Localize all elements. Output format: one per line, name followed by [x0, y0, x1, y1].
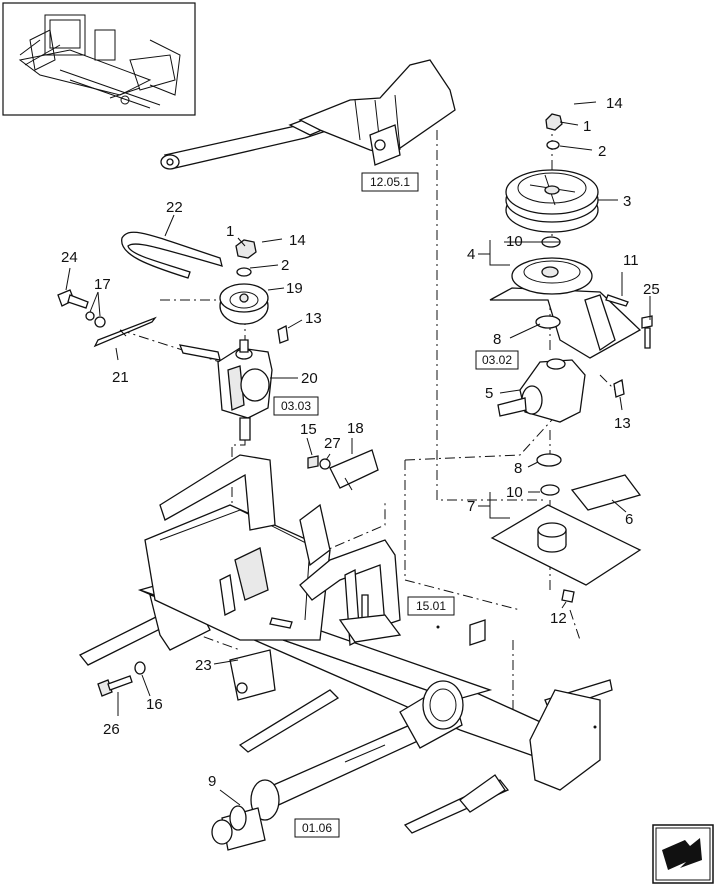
callout-22: 22 — [166, 199, 183, 216]
svg-text:03.02: 03.02 — [482, 353, 512, 367]
callout-25: 25 — [643, 281, 660, 298]
callout-8-bottom: 8 — [514, 460, 522, 477]
gearbox-5[interactable] — [497, 358, 586, 423]
pulley-3[interactable] — [505, 169, 599, 233]
gearbox-20[interactable] — [178, 339, 273, 441]
key-13-left[interactable] — [277, 325, 289, 344]
bracket-18[interactable] — [329, 449, 379, 491]
plate-assembly-7[interactable] — [490, 504, 642, 586]
bolt-26[interactable] — [97, 675, 133, 697]
svg-text:01.06: 01.06 — [302, 821, 332, 835]
callout-3: 3 — [623, 193, 631, 210]
belt-22[interactable] — [121, 231, 223, 279]
seal-8-bottom[interactable] — [536, 453, 562, 467]
callout-15: 15 — [300, 421, 317, 438]
callout-9: 9 — [208, 773, 216, 790]
bolt-23[interactable] — [269, 617, 293, 629]
callout-2-right: 2 — [598, 143, 606, 160]
washer-2-right[interactable] — [546, 140, 560, 150]
callout-18: 18 — [347, 420, 364, 437]
callout-17: 17 — [94, 276, 111, 293]
callout-14-right: 14 — [606, 95, 623, 112]
callout-20: 20 — [301, 370, 318, 387]
upper-arm-assembly[interactable] — [160, 59, 456, 170]
main-frame[interactable] — [78, 454, 613, 834]
callout-1-left: 1 — [226, 223, 234, 240]
svg-text:12.05.1: 12.05.1 — [370, 175, 410, 189]
callout-10-bottom: 10 — [506, 484, 523, 501]
callout-14-left: 14 — [289, 232, 306, 249]
bolt-15[interactable] — [307, 455, 319, 469]
plate-6[interactable] — [570, 474, 642, 511]
callout-6: 6 — [625, 511, 633, 528]
ref-box-03-02[interactable]: 03.02 — [475, 350, 519, 370]
callout-21: 21 — [112, 369, 129, 386]
seal-8-top[interactable] — [535, 315, 561, 329]
callout-5: 5 — [485, 385, 493, 402]
callout-12: 12 — [550, 610, 567, 627]
callout-13-right: 13 — [614, 415, 631, 432]
washer-27[interactable] — [319, 458, 331, 470]
callout-11: 11 — [623, 252, 639, 269]
bushing-10-bottom[interactable] — [540, 484, 560, 496]
driveshaft-9[interactable] — [211, 680, 464, 851]
callout-10-top: 10 — [506, 233, 523, 250]
pulley-19[interactable] — [219, 283, 269, 325]
callout-13-left: 13 — [305, 310, 322, 327]
callout-27: 27 — [324, 435, 341, 452]
key-13-right[interactable] — [613, 379, 625, 398]
washers-17[interactable] — [85, 311, 106, 328]
callout-24: 24 — [61, 249, 78, 266]
callout-2-left: 2 — [281, 257, 289, 274]
nut-1-left[interactable] — [235, 239, 257, 259]
callout-8-top: 8 — [493, 331, 501, 348]
ref-box-12-05-1[interactable]: 12.05.1 — [361, 172, 419, 192]
bolt-11[interactable] — [605, 294, 629, 307]
ref-box-03-03[interactable]: 03.03 — [273, 396, 319, 416]
shield-21[interactable] — [93, 316, 157, 348]
washer-2-left[interactable] — [236, 267, 252, 277]
callout-19: 19 — [286, 280, 303, 297]
callout-1-right: 1 — [583, 118, 591, 135]
callout-23: 23 — [195, 657, 212, 674]
callout-4: 4 — [467, 246, 475, 263]
svg-text:03.03: 03.03 — [281, 399, 311, 413]
svg-text:15.01: 15.01 — [416, 599, 446, 613]
callout-16: 16 — [146, 696, 163, 713]
ref-box-15-01[interactable]: 15.01 — [407, 596, 455, 616]
nut-1-right[interactable] — [545, 113, 563, 131]
housing-4[interactable] — [489, 257, 642, 359]
bolt-25[interactable] — [641, 315, 653, 349]
bolt-12[interactable] — [561, 589, 575, 603]
callout-7: 7 — [467, 498, 475, 515]
ref-box-01-06[interactable]: 01.06 — [294, 818, 340, 838]
leader-lines — [65, 101, 651, 806]
machine-overview-thumbnail[interactable] — [2, 2, 196, 116]
next-page-arrow-icon[interactable] — [652, 824, 714, 884]
callouts: 14 1 2 3 10 4 11 25 8 5 13 8 10 7 6 12 2… — [61, 95, 660, 790]
bolt-24[interactable] — [57, 289, 89, 309]
washer-16[interactable] — [134, 661, 146, 675]
callout-26: 26 — [103, 721, 120, 738]
